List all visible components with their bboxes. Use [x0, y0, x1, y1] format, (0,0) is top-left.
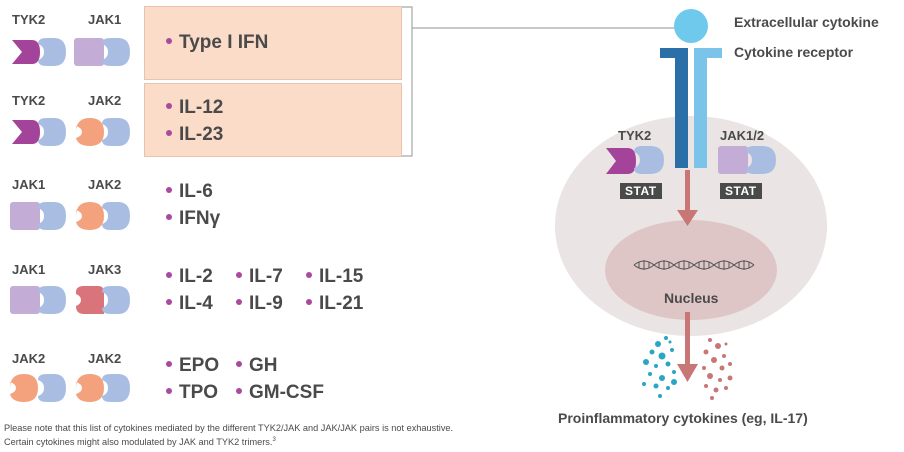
jak-partner-icon — [102, 374, 130, 402]
pair-3-left-label: JAK1 — [12, 177, 46, 192]
cytokine-item: TPO — [166, 382, 218, 404]
receptor-dark-chain-icon — [660, 48, 688, 168]
jak2-icon — [76, 374, 104, 402]
pair-2-icons — [12, 118, 130, 146]
cytokine-item: IL-6 — [166, 181, 213, 203]
jak-partner-icon — [38, 38, 66, 66]
nucleus-ellipse — [605, 220, 777, 320]
cytokine-item: IL-2 — [166, 266, 213, 288]
nucleus-label: Nucleus — [664, 290, 719, 306]
pair-1-right-label: JAK1 — [88, 12, 122, 27]
pair-5-right-label: JAK2 — [88, 351, 122, 366]
jak-partner-icon — [38, 286, 66, 314]
pair-4-right-label: JAK3 — [88, 262, 122, 277]
jak-partner-icon — [38, 202, 66, 230]
cytokine-item: IL-12 — [166, 97, 223, 119]
jak1-icon — [10, 286, 40, 314]
cytokine-item: IFNγ — [166, 208, 220, 230]
jak2-icon — [10, 374, 38, 402]
pair-5-icons — [10, 374, 130, 402]
arrow-down-icon — [677, 170, 698, 226]
pair-2-right-label: JAK2 — [88, 93, 122, 108]
jak2-icon — [76, 118, 104, 146]
jak-partner-icon — [38, 374, 66, 402]
highlight-box-type-i-ifn — [144, 6, 402, 80]
jak-partner-icon — [38, 118, 66, 146]
tyk2-icon — [12, 40, 40, 64]
jak-partner-icon — [102, 286, 130, 314]
jak-partner-icon — [102, 38, 130, 66]
jak1-2-label: JAK1/2 — [720, 128, 765, 143]
cytokine-item: IL-7 — [236, 266, 283, 288]
cytokine-item: Type I IFN — [166, 32, 268, 54]
pair-1-left-label: TYK2 — [12, 12, 46, 27]
extracellular-cytokine-label: Extracellular cytokine — [734, 14, 879, 30]
arrow-down-icon — [677, 312, 698, 382]
cytokine-item: GM-CSF — [236, 382, 324, 404]
tyk2-icon — [606, 146, 664, 174]
pair-4-left-label: JAK1 — [12, 262, 46, 277]
bracket-connector — [402, 6, 690, 157]
jak-partner-icon — [102, 202, 130, 230]
pair-3-icons — [10, 202, 130, 230]
pair-3-right-label: JAK2 — [88, 177, 122, 192]
cytokine-item: IL-21 — [306, 293, 363, 315]
cytokine-receptor-label: Cytokine receptor — [734, 44, 854, 60]
jak1-icon — [74, 38, 104, 66]
pair-5-left-label: JAK2 — [12, 351, 46, 366]
jak2-icon — [76, 202, 104, 230]
cytokine-item: IL-15 — [306, 266, 363, 288]
jak1-icon — [10, 202, 40, 230]
pair-1-icons — [12, 38, 130, 66]
cytokine-item: IL-9 — [236, 293, 283, 315]
extracellular-cytokine-icon — [674, 9, 708, 43]
stat-badge-right: STAT — [720, 183, 762, 199]
highlight-box-il12-il23 — [144, 83, 402, 157]
signaling-diagram — [555, 9, 827, 400]
jak-partner-icon — [102, 118, 130, 146]
red-cytokine-dots-icon — [702, 338, 733, 400]
dna-icon — [633, 260, 755, 270]
output-label: Proinflammatory cytokines (eg, IL-17) — [558, 410, 808, 426]
cytokine-item: GH — [236, 355, 278, 377]
blue-cytokine-dots-icon — [642, 336, 677, 398]
pair-4-icons — [10, 286, 130, 314]
tyk2-icon — [12, 120, 40, 144]
cytokine-item: IL-23 — [166, 124, 223, 146]
stat-badge-left: STAT — [620, 183, 662, 199]
footnote: Please note that this list of cytokines … — [4, 423, 454, 448]
cytokine-item: IL-4 — [166, 293, 213, 315]
tyk2-label: TYK2 — [618, 128, 652, 143]
receptor-light-chain-icon — [694, 48, 722, 168]
jak3-icon — [76, 286, 104, 314]
jak1-2-icon — [718, 146, 776, 174]
cytokine-item: EPO — [166, 355, 219, 377]
pair-2-left-label: TYK2 — [12, 93, 46, 108]
